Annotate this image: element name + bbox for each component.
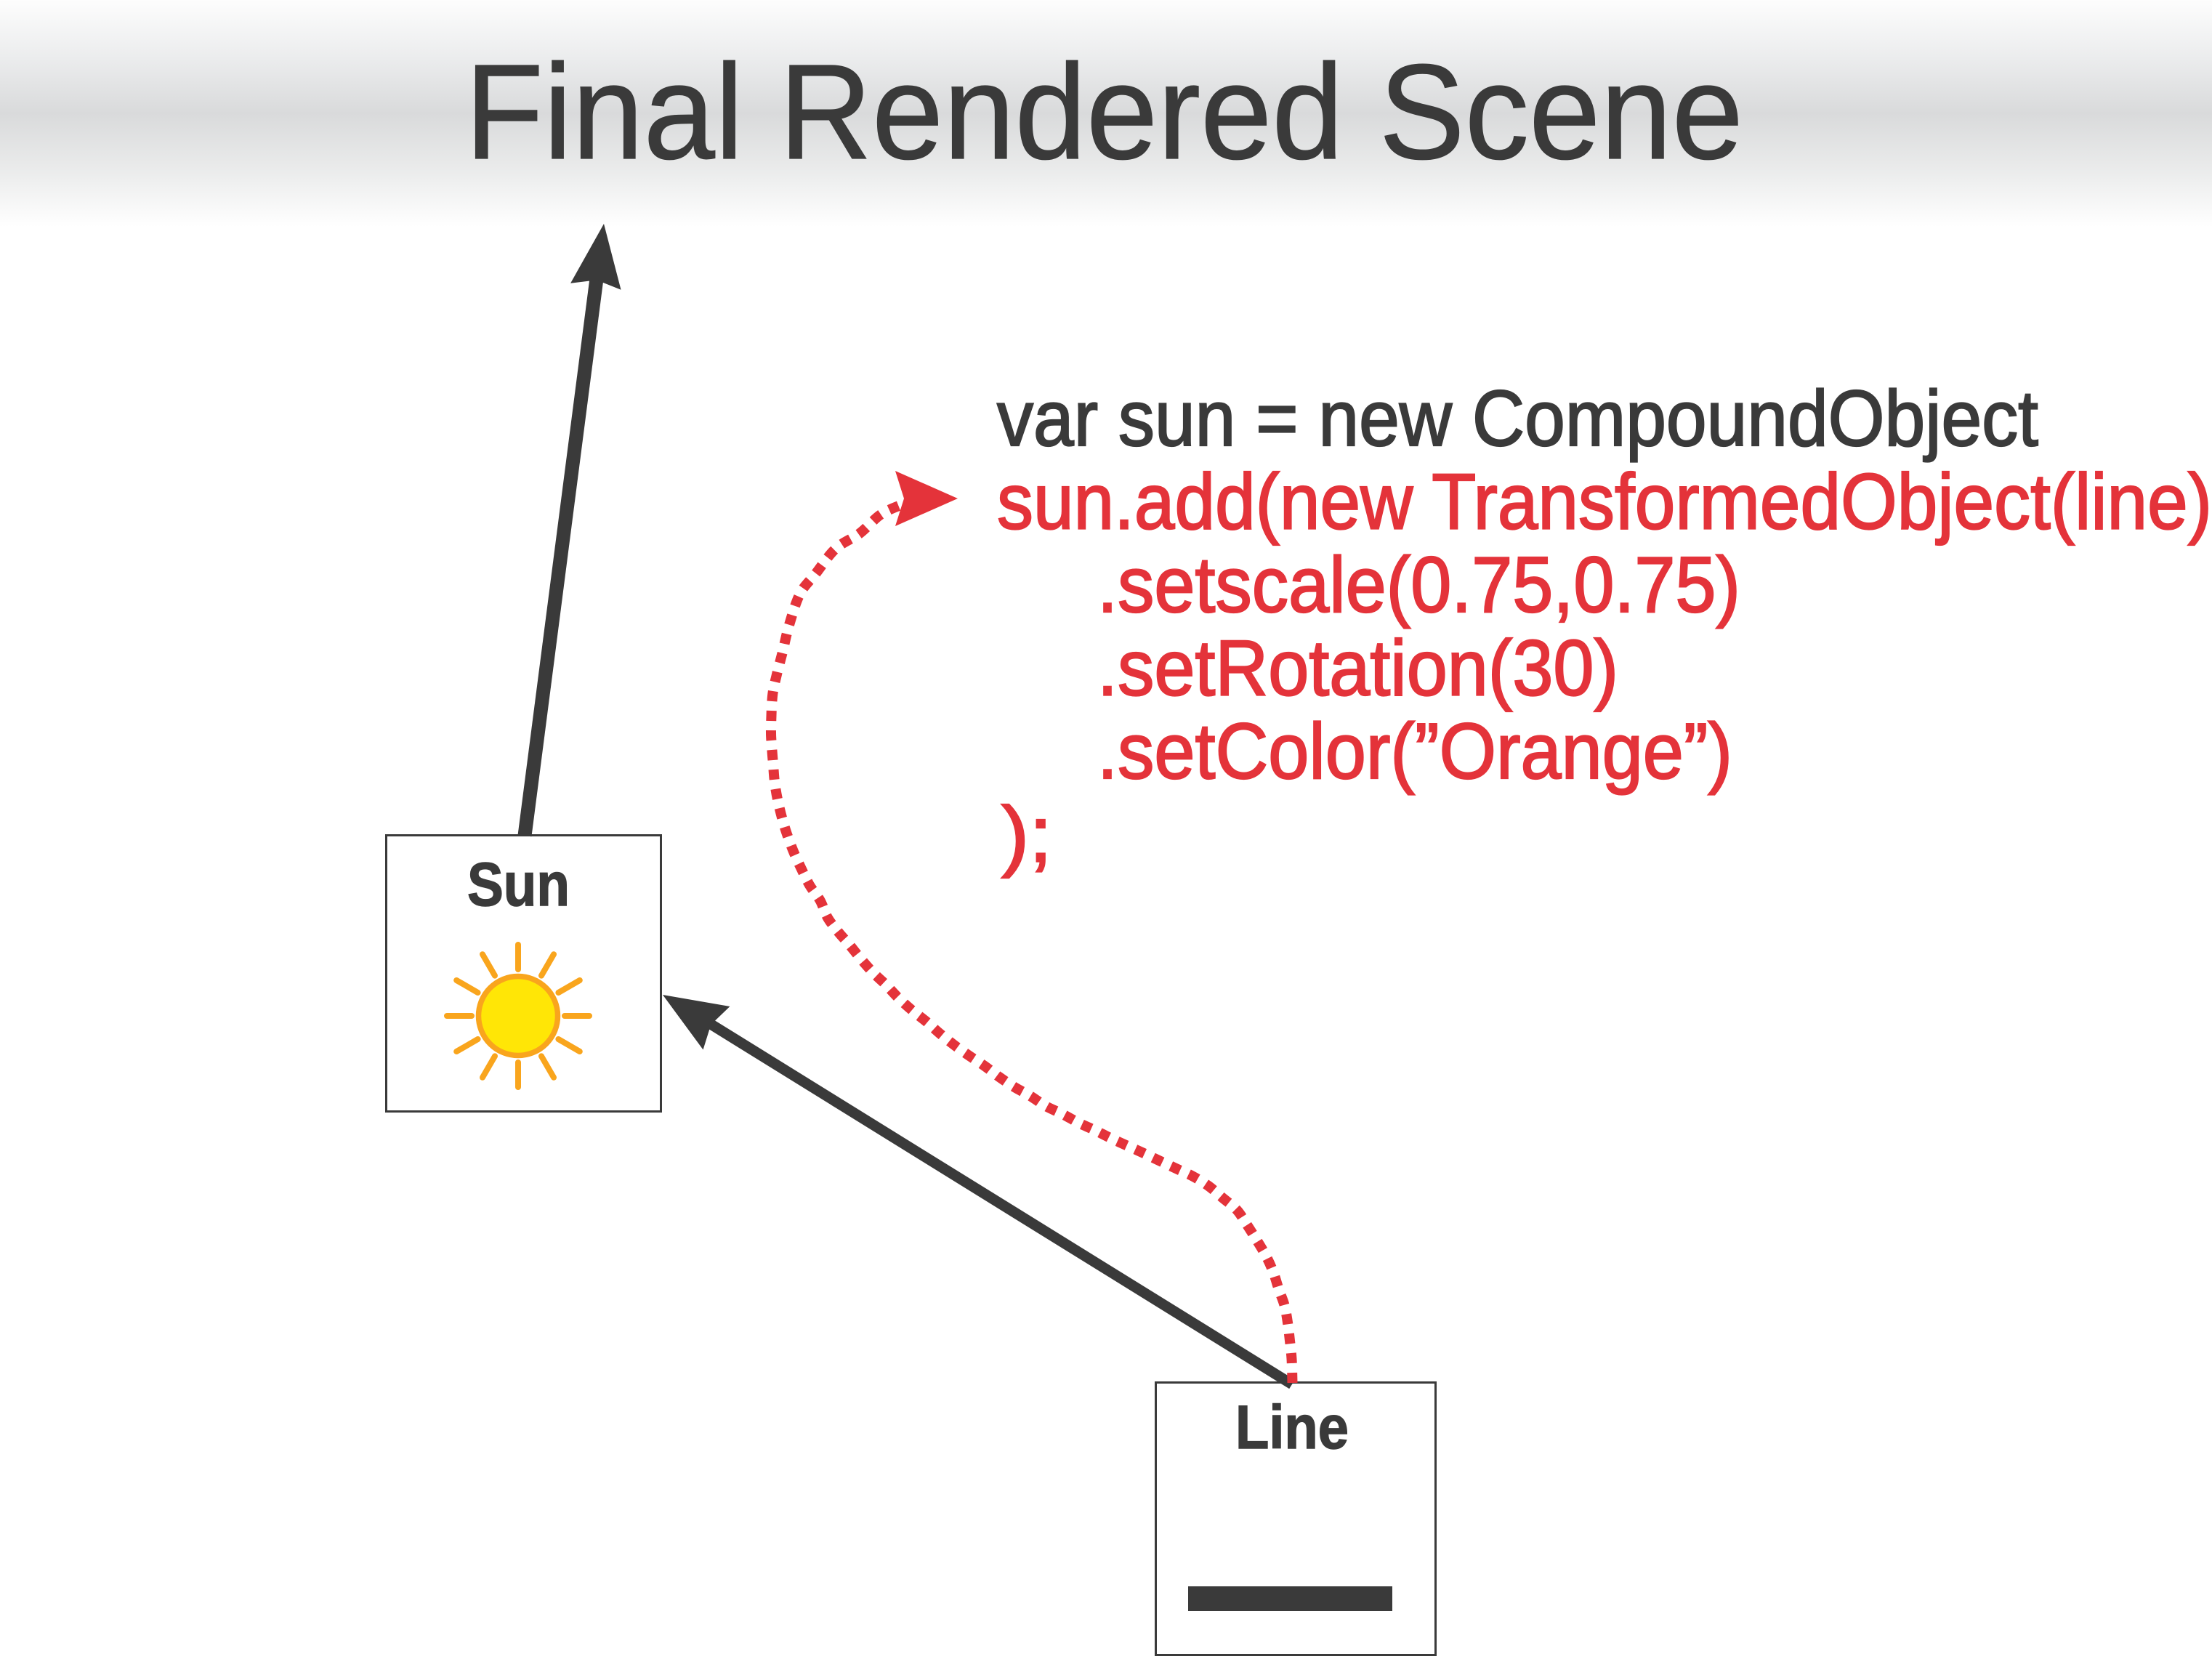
svg-text:sun.add(new TransformedObject(: sun.add(new TransformedObject(line) (997, 458, 2212, 546)
svg-text:Sun: Sun (467, 850, 570, 919)
svg-text:.setColor(”Orange”): .setColor(”Orange”) (1097, 707, 1732, 795)
svg-text:var sun = new CompoundObject: var sun = new CompoundObject (997, 374, 2038, 462)
svg-text:.setRotation(30): .setRotation(30) (1097, 624, 1618, 712)
svg-text:);: ); (1001, 791, 1052, 879)
svg-text:Line: Line (1235, 1393, 1349, 1461)
svg-text:.setscale(0.75,0.75): .setscale(0.75,0.75) (1097, 541, 1740, 629)
svg-text:Final Rendered Scene: Final Rendered Scene (465, 37, 1743, 187)
